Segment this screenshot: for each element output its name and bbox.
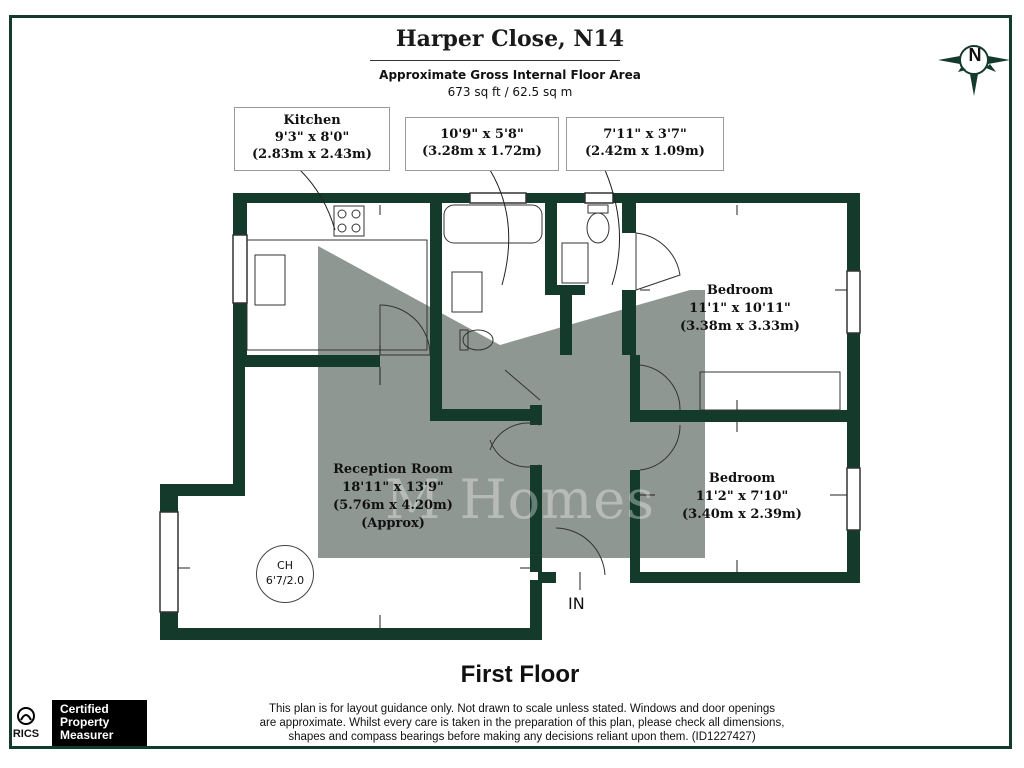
disclaimer-line: shapes and compass bearings before makin…	[288, 731, 756, 743]
wall	[160, 484, 245, 496]
wall	[233, 355, 380, 367]
bedroom1-label: Bedroom 11'1" x 10'11" (3.38m x 3.33m)	[670, 282, 810, 336]
reception-label: Reception Room 18'11" x 13'9" (5.76m x 4…	[318, 461, 468, 533]
bedroom1-metric: (3.38m x 3.33m)	[680, 319, 800, 334]
wall	[847, 193, 860, 271]
wall	[160, 628, 540, 640]
ch-label: CH	[277, 559, 293, 572]
bedroom2-label: Bedroom 11'2" x 7'10" (3.40m x 2.39m)	[672, 470, 812, 524]
wall	[622, 203, 636, 233]
wall	[430, 203, 442, 421]
wall	[560, 295, 572, 355]
door-swing	[379, 304, 431, 356]
wc-toilet	[586, 212, 610, 244]
bedroom1-imperial: 11'1" x 10'11"	[689, 301, 791, 316]
wall	[847, 530, 860, 583]
window	[232, 234, 248, 304]
reception-imperial: 18'11" x 13'9"	[342, 480, 444, 495]
wc-imperial: 7'11" x 3'7"	[603, 127, 687, 142]
wardrobe	[699, 371, 841, 411]
kitchen-imperial: 9'3" x 8'0"	[274, 130, 350, 145]
wall	[160, 484, 178, 512]
wall	[233, 193, 247, 235]
door-swing	[639, 424, 681, 471]
rics-logo: RICS	[10, 702, 42, 740]
window	[846, 467, 861, 531]
floor-area-label: Approximate Gross Internal Floor Area	[379, 68, 641, 82]
bathroom-dimension-box: 10'9" x 5'8" (3.28m x 1.72m)	[405, 117, 559, 171]
highlight-area	[318, 246, 705, 558]
bedroom2-name: Bedroom	[708, 471, 776, 486]
wall	[630, 470, 640, 580]
rics-text: RICS	[12, 728, 40, 740]
kitchen-sink	[254, 254, 286, 306]
kitchen-metric: (2.83m x 2.43m)	[252, 147, 372, 162]
wall	[530, 580, 542, 640]
wall	[630, 410, 860, 422]
wall	[545, 285, 585, 295]
bedroom2-imperial: 11'2" x 7'10"	[695, 489, 789, 504]
disclaimer-line: This plan is for layout guidance only. N…	[268, 703, 776, 715]
reception-name: Reception Room	[333, 462, 453, 477]
window	[469, 192, 527, 204]
property-title: Harper Close, N14	[395, 26, 625, 52]
door-swing	[489, 439, 541, 468]
wall	[545, 203, 557, 295]
door-swing	[489, 422, 541, 451]
wall	[630, 355, 640, 413]
title-rule	[370, 60, 620, 61]
reception-metric: (5.76m x 4.20m)	[333, 498, 453, 513]
kitchen-label: Kitchen	[283, 113, 341, 128]
wc-dimension-box: 7'11" x 3'7" (2.42m x 1.09m)	[566, 117, 724, 171]
wall	[538, 572, 556, 583]
door-swing	[639, 364, 681, 411]
wc-basin	[561, 242, 589, 284]
wall	[530, 465, 542, 572]
kitchen-dimension-box: Kitchen 9'3" x 8'0" (2.83m x 2.43m)	[234, 107, 390, 171]
watermark: M Homes	[385, 468, 655, 531]
ch-size: 6'7/2.0	[265, 574, 305, 587]
door-swing	[635, 232, 681, 291]
basin	[451, 271, 483, 313]
wall	[430, 409, 540, 421]
door-swing	[504, 369, 541, 401]
floor-area-value: 673 sq ft / 62.5 sq m	[447, 85, 573, 99]
badge-line: Property	[60, 715, 110, 729]
rics-emblem-icon	[17, 707, 35, 725]
disclaimer: This plan is for layout guidance only. N…	[222, 702, 822, 744]
entrance-label: IN	[568, 594, 585, 613]
wall	[847, 333, 860, 468]
wall	[233, 367, 245, 494]
toilet	[462, 329, 494, 351]
compass-north-label: N	[968, 45, 982, 65]
compass-icon	[938, 45, 1010, 96]
wall	[630, 572, 860, 583]
wall	[233, 303, 247, 367]
certified-measurer-badge: Certified Property Measurer	[52, 700, 147, 746]
bathroom-imperial: 10'9" x 5'8"	[440, 127, 524, 142]
kitchen-counter	[246, 239, 428, 351]
bedroom1-name: Bedroom	[706, 283, 774, 298]
wall	[622, 290, 636, 355]
badge-line: Measurer	[60, 728, 114, 742]
disclaimer-line: are approximate. Whilst every care is ta…	[259, 717, 785, 729]
bathtub	[443, 204, 543, 244]
door-swing	[555, 527, 606, 576]
reception-note: (Approx)	[361, 516, 425, 531]
window	[846, 270, 861, 334]
wall	[233, 193, 860, 203]
kitchen-hob	[333, 205, 365, 237]
bedroom2-metric: (3.40m x 2.39m)	[682, 507, 802, 522]
floor-name: First Floor	[460, 661, 580, 688]
page-frame	[9, 15, 1012, 749]
window	[159, 511, 179, 613]
window	[584, 192, 614, 204]
badge-line: Certified	[60, 702, 109, 716]
bathroom-metric: (3.28m x 1.72m)	[422, 144, 542, 159]
wall	[530, 405, 542, 425]
ch-cupboard: CH 6'7/2.0	[256, 545, 314, 603]
wc-metric: (2.42m x 1.09m)	[585, 144, 705, 159]
